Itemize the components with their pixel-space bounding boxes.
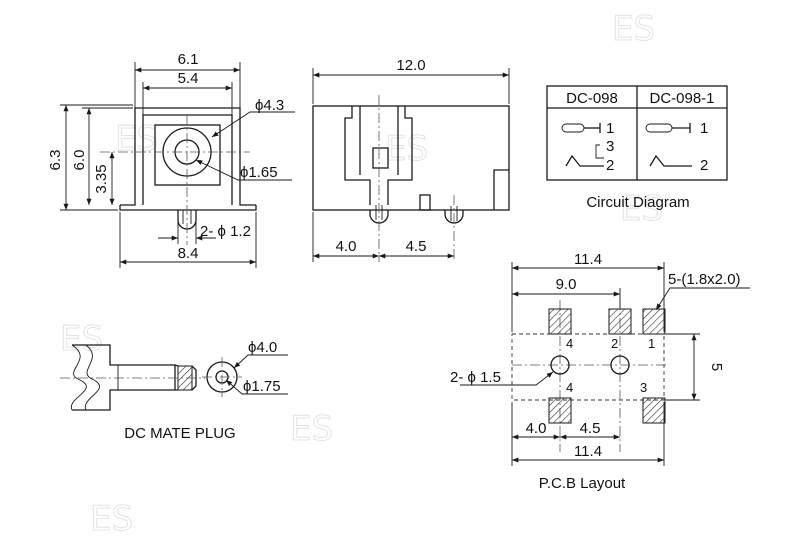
circuit-col2-pin: 1 [700, 120, 708, 137]
switch-symbol [649, 154, 692, 167]
dim-pcb-pads: 5-(1.8x2.0) [668, 271, 741, 288]
dim-leg-dia: 2- ϕ 1.2 [200, 223, 251, 240]
pcb-pad [548, 397, 572, 424]
side-internal-contour [359, 106, 399, 175]
leader-line [233, 354, 288, 369]
dim-pcb-holes: 2- ϕ 1.5 [450, 369, 501, 386]
pcb-pad [642, 308, 666, 335]
watermark-text: ES [90, 499, 133, 539]
front-base-line [119, 205, 257, 211]
watermark-text: ES [290, 409, 333, 449]
pcb-pad-label: 4 [566, 380, 573, 395]
pcb-hole [610, 355, 630, 375]
pcb-layout: 4 2 1 4 3 11.4 9.0 5-(1.8x2.0) 5 2- ϕ 1.… [450, 251, 750, 492]
pcb-pad [642, 397, 666, 424]
circuit-caption: Circuit Diagram [586, 194, 689, 211]
dim-pcb-bottom-right: 4.5 [580, 420, 601, 437]
dim-length: 12.0 [396, 57, 425, 74]
circuit-col2-pin: 2 [700, 157, 708, 174]
pcb-outline [511, 333, 665, 401]
circuit-col1-pin: 2 [606, 157, 614, 174]
plug-caption: DC MATE PLUG [124, 425, 235, 442]
front-inner-wall [142, 114, 233, 205]
dim-height-total: 6.3 [47, 150, 64, 171]
plug-break-line [84, 344, 101, 411]
dim-pcb-top-inner: 9.0 [556, 276, 577, 293]
dim-pcb-bottom-left: 4.0 [526, 420, 547, 437]
front-view: 6.1 5.4 ϕ4.3 ϕ1.65 6.3 6.0 3.35 2- ϕ 1.2 [47, 51, 295, 268]
dim-plug-inner: ϕ1.75 [243, 378, 281, 395]
circuit-col1-pin: 3 [606, 138, 614, 155]
plug-body-outline [72, 344, 176, 411]
dim-pcb-top-total: 11.4 [574, 251, 602, 268]
dim-pcb-height: 5 [708, 363, 725, 371]
pcb-pad [608, 308, 632, 335]
pcb-caption: P.C.B Layout [539, 475, 626, 492]
circuit-col1-header: DC-098 [566, 90, 618, 107]
side-internal-contour [344, 106, 371, 205]
watermark-text: ES [115, 119, 158, 159]
circuit-diagram: DC-098 DC-098-1 1 3 2 1 2 Circuit Diagra… [546, 85, 728, 211]
leader-line [211, 111, 295, 138]
front-socket-frame [154, 124, 221, 186]
leader-line [655, 287, 750, 311]
side-body-outline [312, 105, 510, 211]
pcb-pad-label: 1 [648, 336, 655, 351]
switch-wire [595, 144, 604, 159]
dim-height-body: 6.0 [71, 150, 88, 171]
pcb-pad-label: 3 [640, 380, 647, 395]
dim-pin-dia: ϕ1.65 [240, 164, 278, 181]
pcb-pad [548, 308, 572, 335]
leader-line [195, 159, 292, 181]
side-internal-contour [387, 106, 413, 205]
switch-symbol [565, 154, 604, 167]
dim-center-height: 3.35 [93, 164, 110, 193]
plug-break-line [70, 344, 87, 411]
front-body-outline [120, 107, 256, 206]
side-view: 12.0 4.0 4.5 [312, 57, 510, 262]
watermark-text: ES [612, 9, 655, 49]
watermark-text: ES [385, 129, 428, 169]
side-tab [419, 194, 431, 211]
pin-symbol [561, 123, 585, 133]
dim-plug-outer: ϕ4.0 [248, 339, 277, 356]
dim-width-inner: 5.4 [178, 70, 199, 87]
side-rear-step [493, 169, 509, 210]
watermark-group: ES ES ES ES ES ES ES [60, 9, 664, 540]
dim-width-outer: 6.1 [178, 51, 199, 68]
dim-hole-dia: ϕ4.3 [255, 97, 284, 114]
watermark-text: ES [60, 319, 103, 359]
dim-pcb-bottom-total: 11.4 [574, 443, 602, 460]
watermark-text: ES [620, 189, 663, 229]
pcb-pad-label: 2 [611, 336, 618, 351]
dim-base-width: 8.4 [178, 245, 199, 262]
pcb-pad-label: 4 [566, 336, 573, 351]
mate-plug: ϕ4.0 ϕ1.75 DC MATE PLUG [60, 339, 288, 442]
dim-side-left: 4.0 [336, 238, 357, 255]
leader-line [460, 371, 554, 386]
dim-side-right: 4.5 [406, 238, 427, 255]
side-contact [372, 147, 389, 169]
pin-symbol [645, 123, 673, 133]
pcb-hole [550, 355, 570, 375]
circuit-col2-header: DC-098-1 [649, 90, 714, 107]
leader-line [225, 379, 288, 395]
circuit-col1-pin: 1 [606, 120, 614, 137]
